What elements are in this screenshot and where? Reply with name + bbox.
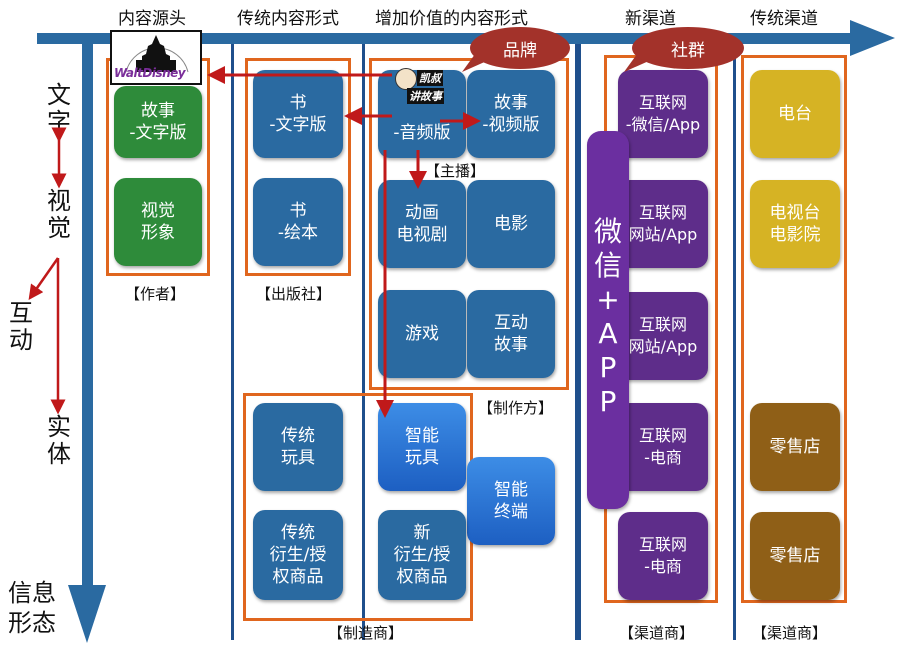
kaishu-logo-line1: 凯叔 (417, 70, 443, 86)
box-smart-terminal: 智能 终端 (467, 457, 555, 545)
role-manufacturer: 【制造商】 (328, 624, 404, 642)
box-game: 游戏 (378, 290, 466, 378)
horizontal-axis-arrowhead (850, 20, 895, 56)
vertical-axis-arrowhead (68, 585, 106, 643)
box-story-text: 故事 -文字版 (114, 86, 202, 158)
box-internet-site-app-1: 互联网 网站/App (618, 180, 708, 268)
bubble-community: 社群 (632, 27, 744, 69)
disney-logo-text: WaltDisney (114, 66, 186, 80)
column-header-source: 内容源头 (118, 9, 186, 29)
frame-publisher (245, 58, 351, 276)
role-channel-traditional: 【渠道商】 (752, 624, 828, 642)
box-interactive-story: 互动 故事 (467, 290, 555, 378)
kaishu-logo-line2: 讲故事 (407, 88, 444, 104)
box-traditional-toy: 传统 玩具 (253, 403, 343, 491)
box-story-video: 故事 -视频版 (467, 70, 555, 158)
separator-4 (733, 44, 736, 640)
box-radio: 电台 (750, 70, 840, 158)
arrow-visual-interactive (28, 257, 60, 301)
castle-icon (125, 35, 189, 73)
bubble-brand: 品牌 (470, 27, 570, 69)
box-audio-label: -音频版 (393, 123, 451, 143)
box-internet-site-app-2: 互联网 网站/App (618, 292, 708, 380)
stage-visual: 视觉 (47, 187, 71, 242)
role-author: 【作者】 (125, 285, 186, 303)
kaishu-logo: 凯叔 讲故事 (395, 68, 455, 110)
box-retail-2: 零售店 (750, 512, 840, 600)
role-publisher: 【出版社】 (256, 285, 332, 303)
box-animation-tv: 动画 电视剧 (378, 180, 466, 268)
box-smart-toy: 智能 玩具 (378, 403, 466, 491)
vertical-axis-title: 信息 形态 (8, 579, 56, 637)
box-movie: 电影 (467, 180, 555, 268)
box-visual-image: 视觉 形象 (114, 178, 202, 266)
stage-interactive: 互动 (9, 299, 33, 354)
box-book-picture: 书 -绘本 (253, 178, 343, 266)
separator-3 (575, 44, 581, 640)
role-producer: 【制作方】 (478, 399, 554, 417)
frame-traditional-channel (741, 55, 847, 603)
column-header-value-added-forms: 增加价值的内容形式 (375, 9, 528, 29)
disney-logo: WaltDisney (110, 30, 202, 85)
column-header-traditional-forms: 传统内容形式 (237, 9, 339, 29)
kaishu-face-icon (395, 68, 417, 90)
box-retail-1: 零售店 (750, 403, 840, 491)
box-book-text: 书 -文字版 (253, 70, 343, 158)
box-internet-ecommerce-2: 互联网 -电商 (618, 512, 708, 600)
stage-physical: 实体 (47, 413, 71, 468)
column-header-traditional-channels: 传统渠道 (750, 9, 818, 29)
column-header-new-channels: 新渠道 (625, 9, 676, 29)
box-internet-ecommerce-1: 互联网 -电商 (618, 403, 708, 491)
stage-text: 文字 (47, 81, 71, 136)
role-channel-new: 【渠道商】 (619, 624, 695, 642)
box-internet-weixin-app: 互联网 -微信/App (618, 70, 708, 158)
vertical-axis (82, 38, 93, 598)
box-traditional-merch: 传统 衍生/授 权商品 (253, 510, 343, 600)
box-new-merch: 新 衍生/授 权商品 (378, 510, 466, 600)
role-anchor: 【主播】 (425, 162, 486, 180)
weixin-app-bar: 微 信 + A P P (587, 131, 629, 509)
box-tv-cinema: 电视台 电影院 (750, 180, 840, 268)
separator-1 (231, 44, 234, 640)
